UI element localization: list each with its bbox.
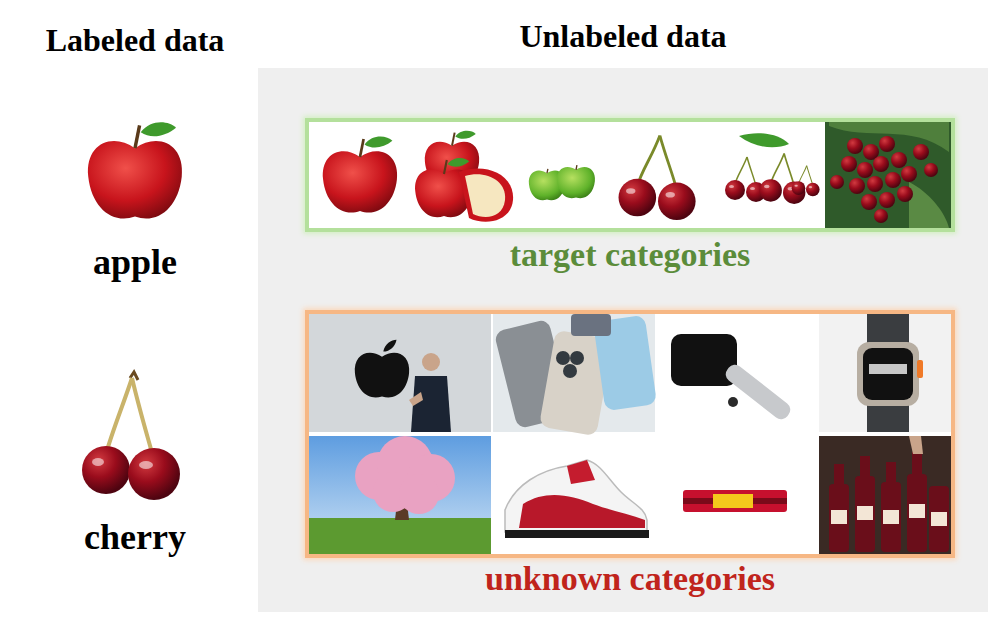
unknown-images <box>309 314 951 554</box>
category-label-holder: target categories <box>309 236 951 274</box>
class-label: cherry <box>84 516 186 558</box>
apple-picture <box>78 108 192 232</box>
cherry-picture <box>72 368 192 504</box>
category-label: unknown categories <box>485 560 775 597</box>
category-label-holder: unknown categories <box>309 560 951 598</box>
category-label: target categories <box>510 236 751 273</box>
class-label: apple <box>93 241 177 283</box>
panel-heading: Unlabeled data <box>519 18 726 54</box>
target-images <box>309 122 951 228</box>
unlabeled-panel: Unlabeled data target categories <box>258 68 988 612</box>
panel-heading-holder: Unlabeled data <box>258 18 988 55</box>
unknown-box: unknown categories <box>305 310 955 558</box>
column-heading: Labeled data <box>46 22 225 59</box>
target-box: target categories <box>305 118 955 232</box>
